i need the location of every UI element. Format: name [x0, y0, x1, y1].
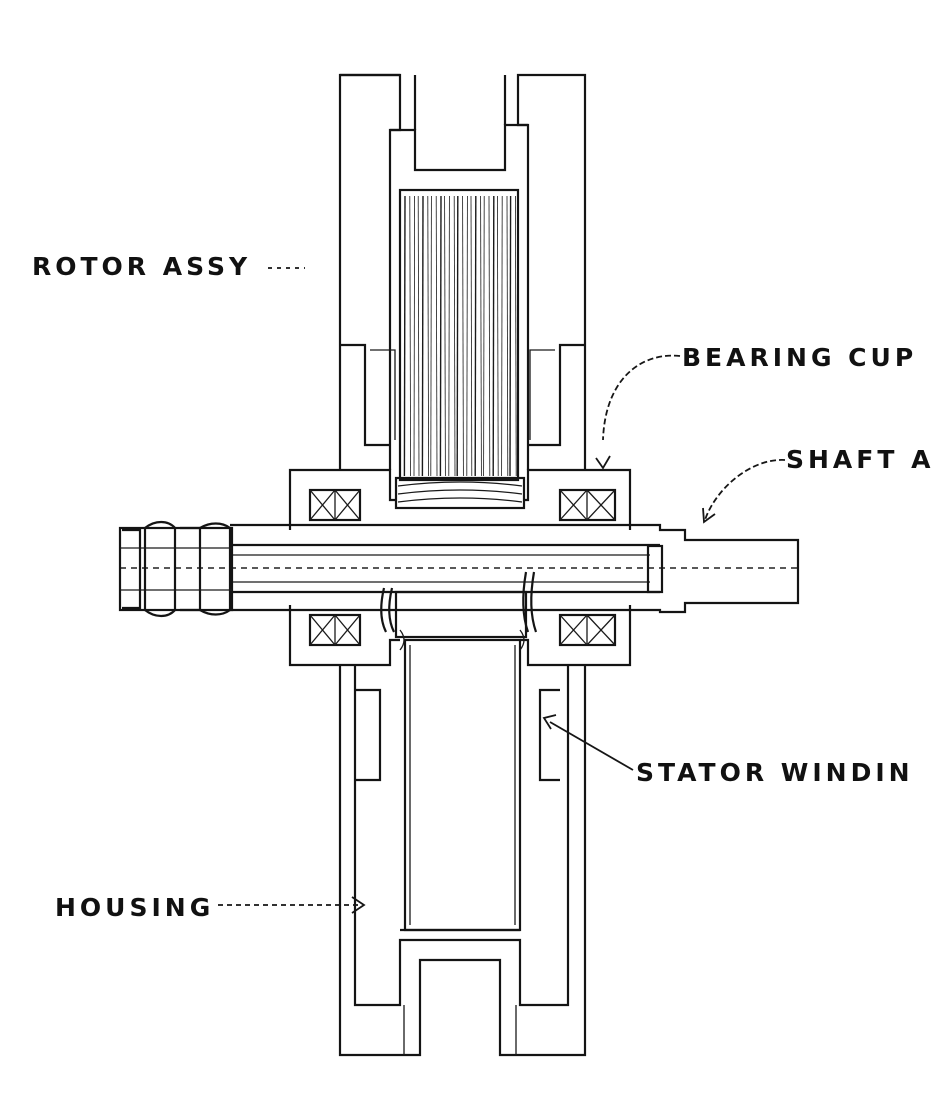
- rotor-lamination-line: [444, 195, 446, 477]
- label-bearing-cup: BEARING CUP: [682, 343, 918, 372]
- label-shaft: SHAFT A: [786, 445, 935, 474]
- bearing-cups: [288, 468, 632, 667]
- rotor-lamination-line: [435, 195, 438, 477]
- rotor-lamination-line: [488, 195, 491, 477]
- stator-winding: [399, 629, 525, 932]
- rotor-lamination-line: [421, 195, 424, 477]
- rotor-lamination-line: [462, 195, 464, 477]
- housing: [338, 73, 587, 1057]
- rotor-lamination-line: [466, 195, 468, 477]
- rotor-lamination-line: [492, 195, 495, 477]
- rotor-lamination-line: [413, 195, 416, 477]
- rotor-lamination-line: [448, 195, 450, 477]
- rotor-lamination-line: [506, 195, 509, 477]
- label-housing: HOUSING: [55, 893, 215, 922]
- shaft-assembly: [118, 520, 800, 639]
- rotor-lamination-line: [483, 195, 485, 477]
- rotor-assembly: [394, 188, 526, 510]
- rotor-lamination-line: [453, 195, 456, 477]
- leader-lines: [218, 267, 786, 914]
- rotor-lamination-line: [427, 195, 430, 477]
- rotor-lamination-line: [496, 195, 499, 477]
- rotor-lamination-line: [417, 195, 420, 477]
- rotor-lamination-line: [439, 195, 442, 477]
- rotor-lamination-line: [501, 195, 503, 477]
- label-stator-winding: STATOR WINDIN: [636, 758, 914, 787]
- rotor-lamination-line: [480, 195, 482, 477]
- rotor-lamination-line: [409, 195, 412, 477]
- rotor-lamination-line: [430, 195, 432, 477]
- rotor-lamination-line: [403, 195, 406, 477]
- rotor-lamination-line: [456, 195, 459, 477]
- rotor-lamination-line: [515, 195, 517, 477]
- rotor-lamination-line: [509, 195, 512, 477]
- label-rotor-assy: ROTOR ASSY: [32, 252, 252, 281]
- rotor-lamination-line: [474, 195, 477, 477]
- rotor-lamination-line: [470, 195, 473, 477]
